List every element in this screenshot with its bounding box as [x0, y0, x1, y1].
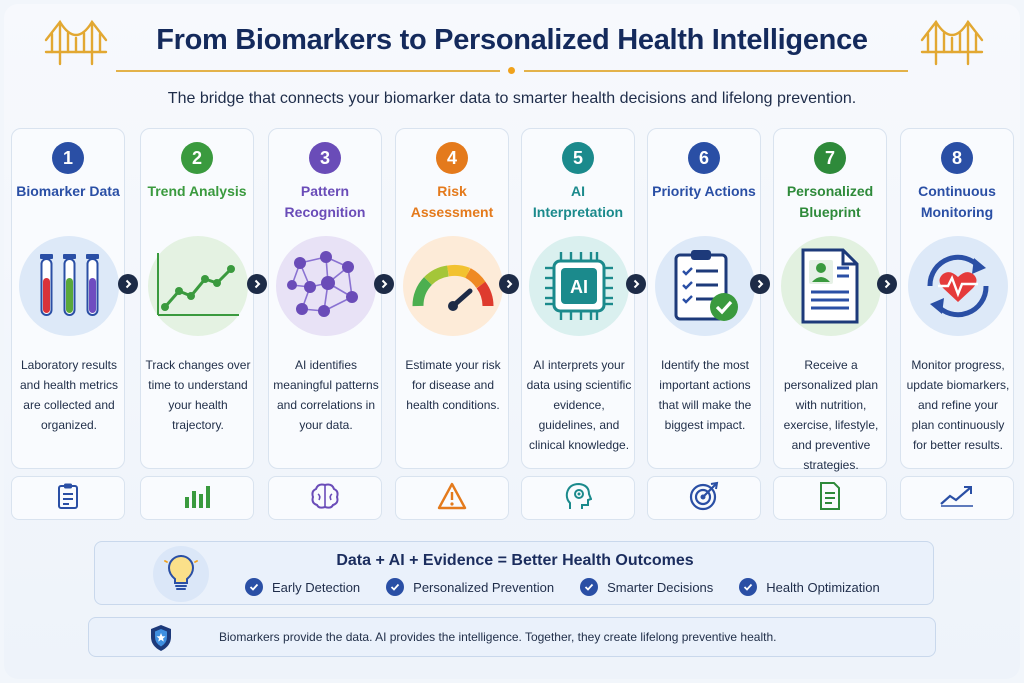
step-number: 2	[191, 147, 202, 168]
summary-title: Data + AI + Evidence = Better Health Out…	[336, 552, 694, 569]
step-title: Biomarker Data	[16, 183, 120, 199]
step-number-badge: 5	[562, 142, 594, 174]
line-chart-icon	[148, 236, 248, 336]
chevron-right-icon	[247, 274, 267, 294]
test-tubes-icon	[19, 236, 119, 336]
step-number: 3	[319, 147, 330, 168]
step-footer	[140, 476, 254, 520]
benefit-item: Health Optimization	[739, 578, 880, 596]
lightbulb-badge	[153, 546, 209, 602]
step-number-badge: 1	[52, 142, 84, 174]
document-icon	[818, 481, 842, 516]
step-card: 5 AI Interpretation AI AI interprets you…	[521, 128, 635, 469]
target-icon	[689, 481, 719, 516]
chevron-right-icon	[750, 274, 770, 294]
chevron-right-icon	[118, 274, 138, 294]
chevron-right-icon	[499, 274, 519, 294]
bar-chart-icon	[183, 483, 211, 514]
step-number: 6	[698, 147, 709, 168]
step-description: Monitor progress, update biomarkers, and…	[906, 358, 1010, 452]
step-description: AI interprets your data using scientific…	[526, 358, 632, 452]
step-description: Track changes over time to understand yo…	[145, 358, 251, 432]
step-title: AI Interpretation	[532, 183, 624, 220]
benefit-item: Smarter Decisions	[580, 578, 713, 596]
step-footer	[900, 476, 1014, 520]
step-description: Estimate your risk for disease and healt…	[405, 358, 501, 412]
step-card: 2 Trend Analysis Track changes over time…	[140, 128, 254, 469]
benefit-label: Smarter Decisions	[607, 579, 714, 595]
heart-cycle-icon	[908, 236, 1008, 336]
gauge-icon	[403, 236, 503, 336]
step-title: Trend Analysis	[147, 183, 247, 199]
step-number: 7	[824, 147, 835, 168]
step-footer	[521, 476, 635, 520]
step-description: Laboratory results and health metrics ar…	[19, 358, 119, 432]
lightbulb-icon	[164, 555, 198, 590]
step-title: Personalized Blueprint	[786, 183, 874, 220]
checklist-icon	[655, 236, 755, 336]
title-divider-left	[116, 70, 500, 72]
step-title: Risk Assessment	[410, 183, 494, 220]
svg-text:AI: AI	[570, 277, 588, 297]
step-description: Receive a personalized plan with nutriti…	[783, 358, 879, 472]
benefit-label: Health Optimization	[766, 579, 880, 595]
page-title: From Biomarkers to Personalized Health I…	[156, 24, 868, 56]
step-number: 8	[951, 147, 962, 168]
step-card: 4 Risk Assessment Estimate your risk for…	[395, 128, 509, 469]
title-divider-dot	[508, 67, 515, 74]
chevron-right-icon	[877, 274, 897, 294]
network-icon	[276, 236, 376, 336]
step-number-badge: 6	[688, 142, 720, 174]
step-number-badge: 8	[941, 142, 973, 174]
bridge-icon-left	[44, 19, 108, 66]
clipboard-icon	[56, 482, 80, 515]
step-card: 7 Personalized Blueprint Receive a perso…	[773, 128, 887, 472]
head-gear-icon	[564, 481, 593, 516]
step-card: 3 Pattern Recognition AI identifies mean…	[268, 128, 382, 469]
shield-icon	[151, 625, 171, 651]
step-card: 6 Priority Actions Identify the most imp…	[647, 128, 761, 469]
step-number: 5	[572, 147, 583, 168]
step-number-badge: 3	[309, 142, 341, 174]
benefit-item: Early Detection	[245, 578, 360, 596]
check-icon	[386, 578, 405, 596]
footer-banner: Biomarkers provide the data. AI provides…	[88, 617, 936, 657]
brain-icon	[310, 482, 340, 515]
step-title: Priority Actions	[652, 183, 756, 199]
benefit-list: Early Detection Personalized Prevention …	[245, 578, 880, 596]
chevron-right-icon	[374, 274, 394, 294]
step-footer	[395, 476, 509, 520]
footer-text: Biomarkers provide the data. AI provides…	[219, 630, 777, 644]
step-number: 4	[446, 147, 457, 168]
title-divider-right	[524, 70, 908, 72]
step-description: AI identifies meaningful patterns and co…	[273, 358, 379, 432]
step-footer	[773, 476, 887, 520]
ai-chip-icon: AI	[529, 236, 629, 336]
trend-line-icon	[939, 484, 975, 513]
step-title: Pattern Recognition	[284, 183, 366, 220]
step-card: 8 Continuous Monitoring Monitor progress…	[900, 128, 1014, 469]
check-icon	[580, 578, 599, 596]
benefit-item: Personalized Prevention	[386, 578, 554, 596]
page-subtitle: The bridge that connects your biomarker …	[167, 90, 857, 107]
step-title: Continuous Monitoring	[918, 183, 996, 220]
profile-document-icon	[781, 236, 881, 336]
step-card: 1 Biomarker Data Laboratory results and …	[11, 128, 125, 469]
check-icon	[739, 578, 758, 596]
step-number-badge: 4	[436, 142, 468, 174]
step-footer	[647, 476, 761, 520]
summary-box: Data + AI + Evidence = Better Health Out…	[94, 541, 934, 605]
step-footer	[11, 476, 125, 520]
warning-icon	[437, 482, 467, 515]
chevron-right-icon	[626, 274, 646, 294]
bridge-icon-right	[920, 19, 984, 66]
step-number-badge: 2	[181, 142, 213, 174]
step-number-badge: 7	[814, 142, 846, 174]
step-number: 1	[62, 147, 73, 168]
check-icon	[245, 578, 263, 596]
benefit-label: Early Detection	[272, 579, 361, 595]
benefit-label: Personalized Prevention	[413, 579, 555, 595]
step-footer	[268, 476, 382, 520]
step-description: Identify the most important actions that…	[658, 358, 752, 432]
